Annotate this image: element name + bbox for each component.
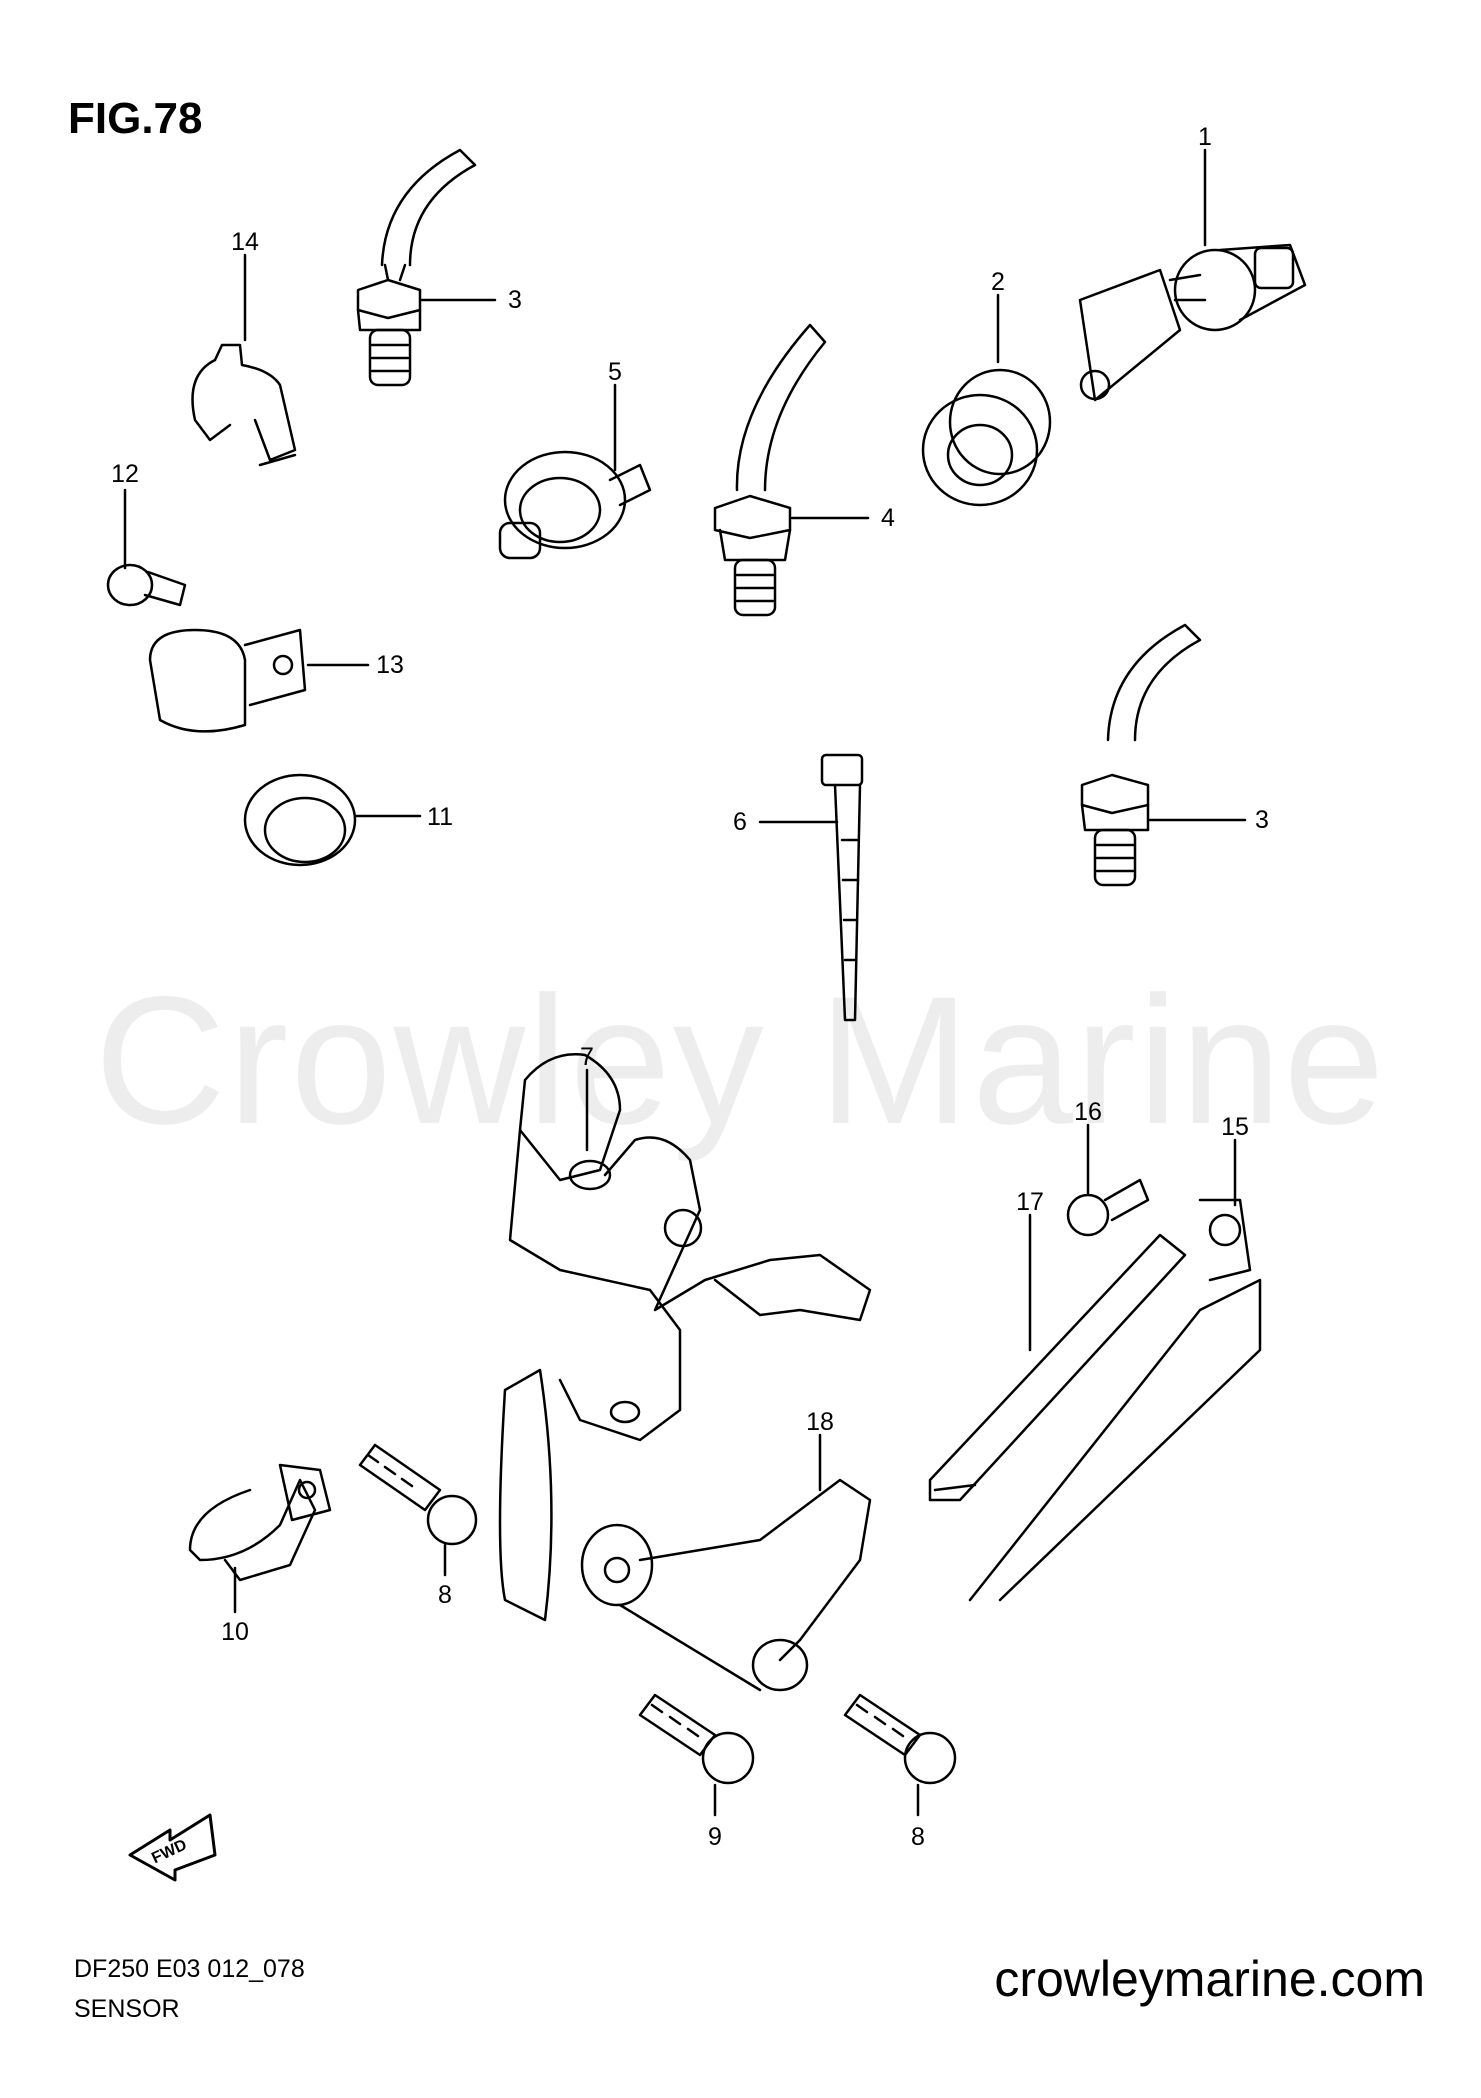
callout-1: 1 <box>1198 123 1212 151</box>
figure-title: FIG.78 <box>68 94 203 143</box>
callout-labels: 1 2 3 4 5 3 6 7 8 8 9 10 11 12 13 14 15 … <box>111 123 1269 1851</box>
model-code: DF250 E03 012_078 <box>74 1955 305 1983</box>
part-9-bolt <box>638 1693 755 1785</box>
callout-10: 10 <box>221 1618 249 1646</box>
callout-11: 11 <box>427 803 453 831</box>
callout-6: 6 <box>733 808 747 836</box>
watermark: Crowley Marine <box>94 958 1387 1162</box>
callout-12: 12 <box>111 460 139 488</box>
callout-14: 14 <box>231 228 259 256</box>
callout-8a: 8 <box>438 1581 452 1609</box>
callout-9: 9 <box>708 1823 722 1851</box>
callout-8b: 8 <box>911 1823 925 1851</box>
callout-16: 16 <box>1074 1098 1102 1126</box>
part-2-grommet <box>921 368 1052 507</box>
part-10-wire-clip <box>188 1463 332 1582</box>
callout-17: 17 <box>1016 1188 1044 1216</box>
part-5-knock-sensor <box>498 450 652 560</box>
callout-15: 15 <box>1221 1113 1249 1141</box>
part-16-bolt <box>1066 1178 1150 1237</box>
callout-2: 2 <box>991 268 1005 296</box>
fwd-arrow-icon: FWD <box>128 1813 217 1882</box>
part-4-sensor <box>713 323 827 617</box>
part-3-temp-sensor-top <box>356 148 477 387</box>
part-3-temp-sensor-right <box>1080 623 1202 887</box>
part-15-bracket <box>968 1198 1262 1602</box>
callout-13: 13 <box>376 651 404 679</box>
figure-caption: SENSOR <box>74 1995 180 2023</box>
part-12-bolt <box>106 563 187 607</box>
part-7-sensor-bracket <box>498 1053 872 1622</box>
callout-18: 18 <box>806 1408 834 1436</box>
part-17-bracket-arm <box>928 1233 1187 1502</box>
callout-7: 7 <box>580 1043 594 1071</box>
part-18-bracket-plate <box>580 1478 872 1692</box>
part-6-cable-tie <box>820 753 864 1022</box>
part-8-bolt-left <box>358 1443 478 1546</box>
callout-4: 4 <box>881 504 895 532</box>
callout-3a: 3 <box>508 286 522 314</box>
callout-5: 5 <box>608 358 622 386</box>
part-13-pipe-clamp <box>148 628 307 733</box>
callout-3b: 3 <box>1255 806 1269 834</box>
part-8-bolt-right <box>843 1693 957 1785</box>
site-url: crowleymarine.com <box>994 1951 1425 2007</box>
part-11-grommet <box>243 773 357 867</box>
part-14-clip <box>191 343 297 467</box>
part-1-sensor <box>1078 243 1307 402</box>
